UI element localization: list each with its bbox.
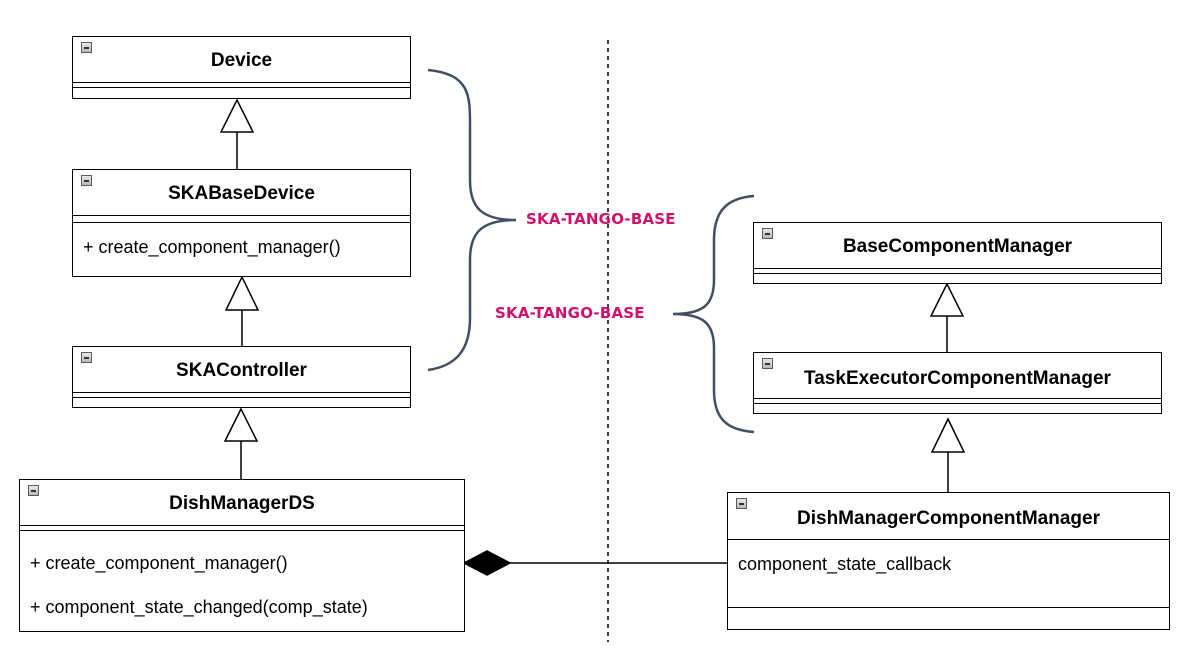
inheritance-arrow bbox=[930, 417, 966, 453]
class-separator bbox=[754, 398, 1161, 403]
class-name: SKAController bbox=[176, 360, 307, 381]
class-dish-manager-component-manager[interactable]: DishManagerComponentManager component_st… bbox=[727, 492, 1170, 630]
package-label-ska-tango-base: SKA-TANGO-BASE bbox=[495, 304, 645, 322]
collapse-icon[interactable] bbox=[81, 352, 92, 363]
composition-diamond bbox=[462, 550, 512, 576]
class-name: DishManagerComponentManager bbox=[797, 508, 1100, 529]
class-separator bbox=[73, 82, 410, 87]
package-label-ska-tango-base: SKA-TANGO-BASE bbox=[526, 210, 676, 228]
method: + create_component_manager() bbox=[83, 237, 341, 257]
method: + create_component_manager() bbox=[30, 553, 288, 573]
class-separator bbox=[73, 215, 410, 222]
collapse-icon[interactable] bbox=[81, 42, 92, 53]
class-device[interactable]: Device bbox=[72, 36, 411, 99]
collapse-icon[interactable] bbox=[81, 175, 92, 186]
inheritance-arrow bbox=[224, 275, 260, 311]
class-task-executor-component-manager[interactable]: TaskExecutorComponentManager bbox=[753, 352, 1162, 414]
class-separator bbox=[20, 525, 464, 530]
collapse-icon[interactable] bbox=[28, 485, 39, 496]
package-brace-right bbox=[672, 194, 755, 434]
inheritance-arrow bbox=[223, 407, 259, 442]
class-name: TaskExecutorComponentManager bbox=[804, 368, 1111, 389]
attributes-compartment: component_state_callback bbox=[728, 539, 1169, 607]
class-name: Device bbox=[210, 50, 273, 71]
class-separator bbox=[73, 397, 410, 398]
attribute: component_state_callback bbox=[738, 554, 952, 574]
class-name: BaseComponentManager bbox=[842, 236, 1073, 257]
class-base-component-manager[interactable]: BaseComponentManager bbox=[753, 222, 1162, 284]
collapse-icon[interactable] bbox=[762, 358, 773, 369]
methods-compartment: + create_component_manager() bbox=[73, 222, 410, 274]
class-separator bbox=[728, 607, 1169, 608]
class-separator bbox=[754, 268, 1161, 273]
class-name: SKABaseDevice bbox=[168, 183, 315, 204]
collapse-icon[interactable] bbox=[736, 498, 747, 509]
class-ska-controller[interactable]: SKAController bbox=[72, 346, 411, 408]
method: + component_state_changed(comp_state) bbox=[30, 597, 368, 617]
class-separator bbox=[73, 87, 410, 88]
class-dish-manager-ds[interactable]: DishManagerDS + create_component_manager… bbox=[19, 479, 465, 632]
inheritance-arrow bbox=[929, 282, 965, 317]
inheritance-arrow bbox=[219, 98, 255, 133]
class-name: DishManagerDS bbox=[169, 493, 315, 514]
package-brace-left bbox=[427, 68, 517, 372]
class-separator bbox=[73, 392, 410, 397]
class-ska-base-device[interactable]: SKABaseDevice + create_component_manager… bbox=[72, 169, 411, 277]
collapse-icon[interactable] bbox=[762, 228, 773, 239]
class-separator bbox=[754, 403, 1161, 404]
class-separator bbox=[754, 273, 1161, 274]
methods-compartment: + create_component_manager() + component… bbox=[20, 530, 464, 630]
